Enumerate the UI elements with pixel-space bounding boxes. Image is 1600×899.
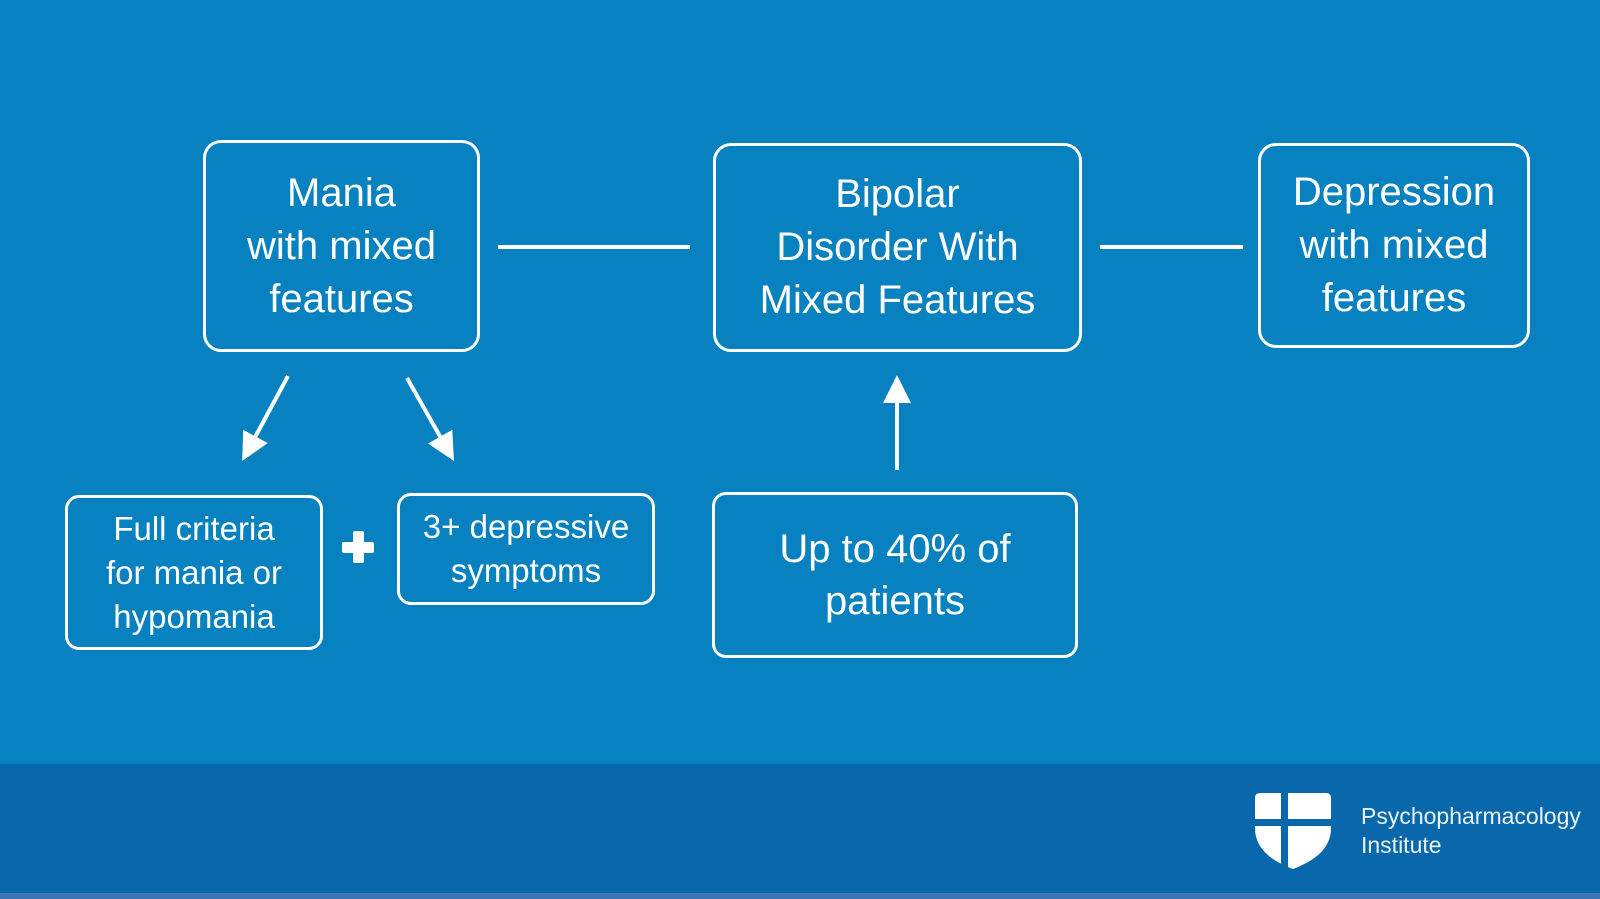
shield-cross-icon (1253, 791, 1333, 871)
footer-band (0, 764, 1600, 893)
node-label: Full criteria for mania or hypomania (105, 509, 283, 635)
node-label: 3+ depressive symptoms (422, 508, 630, 589)
node-bipolar-disorder-with-mixed-features: Bipolar Disorder With Mixed Features (713, 143, 1082, 352)
node-depression-with-mixed-features: Depression with mixed features (1258, 143, 1530, 348)
brand-name-line1: Psychopharmacology (1361, 803, 1581, 829)
footer-bottom-strip (0, 893, 1600, 899)
node-label: Depression with mixed features (1292, 170, 1496, 320)
node-full-criteria-for-mania-or-hypomania: Full criteria for mania or hypomania (65, 495, 323, 650)
node-3plus-depressive-symptoms: 3+ depressive symptoms (397, 493, 655, 605)
node-label: Mania with mixed features (247, 170, 436, 321)
node-up-to-40-percent-of-patients: Up to 40% of patients (712, 492, 1078, 658)
node-label: Up to 40% of patients (779, 527, 1011, 623)
arrow-mania-to-depressive-symptoms (405, 377, 454, 461)
plus-vertical-bar (352, 531, 364, 563)
brand-name-line2: Institute (1361, 832, 1442, 858)
brand-name: Psychopharmacology Institute (1361, 802, 1581, 860)
node-mania-with-mixed-features: Mania with mixed features (203, 140, 480, 352)
plus-icon (342, 531, 374, 563)
arrow-mania-to-full-criteria (242, 375, 290, 462)
node-label: Bipolar Disorder With Mixed Features (759, 172, 1036, 322)
brand-lockup: Psychopharmacology Institute (1253, 791, 1581, 871)
